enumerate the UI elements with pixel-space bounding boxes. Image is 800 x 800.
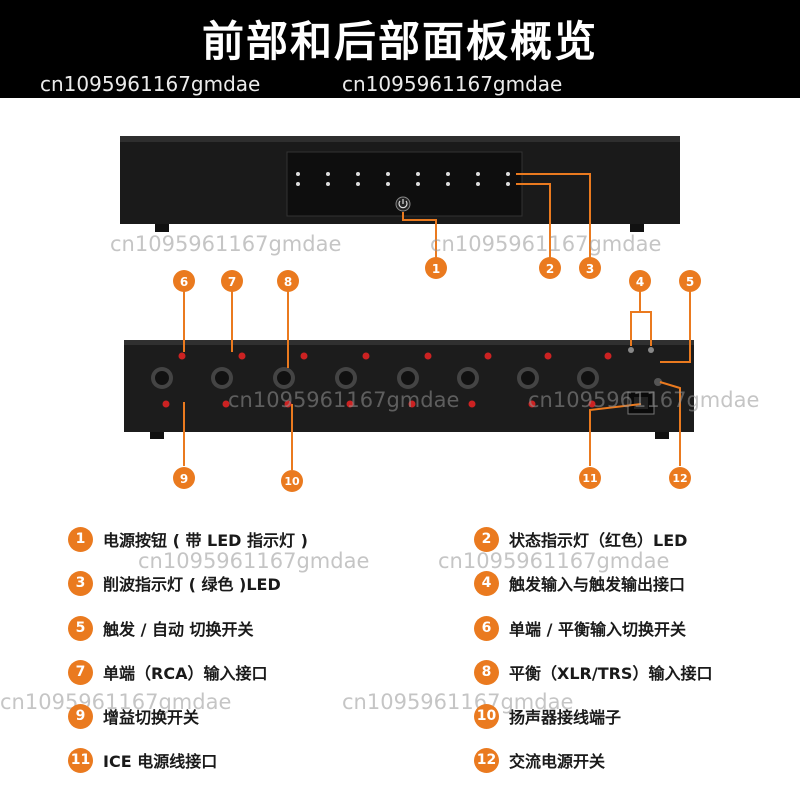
legend-badge: 4 — [474, 570, 499, 596]
watermark: cn1095961167gmdae — [110, 232, 342, 256]
callout-1: 1 — [425, 257, 447, 279]
legend-item-9: 9 增益切换开关 — [68, 702, 199, 730]
watermark: cn1095961167gmdae — [40, 72, 261, 96]
watermark: cn1095961167gmdae — [438, 549, 670, 573]
svg-text:3: 3 — [586, 262, 594, 276]
legend-item-4: 4 触发输入与触发输出接口 — [474, 569, 685, 597]
callout-7: 7 — [221, 270, 243, 292]
watermark: cn1095961167gmdae — [138, 549, 370, 573]
svg-text:8: 8 — [284, 275, 292, 289]
legend-text: 电源按钮 ( 带 LED 指示灯 ) — [103, 531, 308, 550]
legend-badge: 3 — [68, 570, 93, 596]
callout-5: 5 — [679, 270, 701, 292]
svg-text:12: 12 — [672, 472, 687, 485]
legend-badge: 12 — [474, 747, 499, 773]
callout-4: 4 — [629, 270, 651, 292]
power-button-icon — [395, 196, 411, 212]
legend-text: 增益切换开关 — [103, 708, 200, 727]
legend-text: 触发输入与触发输出接口 — [509, 575, 686, 594]
legend-text: 削波指示灯 ( 绿色 )LED — [103, 575, 281, 594]
front-panel — [120, 136, 680, 232]
legend-badge: 8 — [474, 659, 499, 685]
legend-badge: 7 — [68, 659, 93, 685]
watermark: cn1095961167gmdae — [528, 388, 760, 412]
legend-item-8: 8 平衡（XLR/TRS）输入接口 — [474, 658, 712, 686]
watermark: cn1095961167gmdae — [342, 690, 574, 714]
legend-badge: 10 — [474, 703, 499, 729]
rear-panel — [124, 340, 694, 439]
svg-text:5: 5 — [686, 275, 694, 289]
watermark: cn1095961167gmdae — [228, 388, 460, 412]
callout-10: 10 — [281, 470, 303, 492]
callout-11: 11 — [579, 467, 601, 489]
watermark: cn1095961167gmdae — [342, 72, 563, 96]
svg-text:2: 2 — [546, 262, 554, 276]
legend-badge: 11 — [68, 747, 93, 773]
callout-3: 3 — [579, 257, 601, 279]
callout-2: 2 — [539, 257, 561, 279]
legend-item-11: 11 ICE 电源线接口 — [68, 746, 217, 774]
svg-text:1: 1 — [432, 262, 440, 276]
channel-modules — [151, 352, 612, 408]
svg-text:10: 10 — [284, 475, 300, 488]
legend-text: 交流电源开关 — [509, 752, 606, 771]
front-led-row — [296, 172, 510, 186]
svg-text:6: 6 — [180, 275, 188, 289]
legend-badge: 1 — [68, 526, 93, 552]
legend-text: ICE 电源线接口 — [103, 752, 218, 771]
page-title: 前部和后部面板概览 — [201, 17, 598, 66]
legend-item-7: 7 单端（RCA）输入接口 — [68, 658, 267, 686]
legend-item-5: 5 触发 / 自动 切换开关 — [68, 614, 254, 642]
legend-item-2: 2 状态指示灯（红色）LED — [474, 525, 687, 553]
watermark: cn1095961167gmdae — [0, 690, 232, 714]
legend-badge: 9 — [68, 703, 93, 729]
legend-text: 单端（RCA）输入接口 — [103, 664, 268, 683]
legend-item-1: 1 电源按钮 ( 带 LED 指示灯 ) — [68, 525, 308, 553]
title-banner: 前部和后部面板概览 cn1095961167gmdae cn1095961167… — [0, 0, 800, 98]
svg-text:4: 4 — [636, 275, 644, 289]
legend-item-10: 10 扬声器接线端子 — [474, 702, 621, 730]
svg-text:11: 11 — [582, 472, 597, 485]
callout-8: 8 — [277, 270, 299, 292]
legend-text: 状态指示灯（红色）LED — [509, 531, 688, 550]
legend-text: 扬声器接线端子 — [509, 708, 622, 727]
legend-text: 触发 / 自动 切换开关 — [103, 620, 254, 639]
legend-item-6: 6 单端 / 平衡输入切换开关 — [474, 614, 686, 642]
legend-item-12: 12 交流电源开关 — [474, 746, 605, 774]
callout-12: 12 — [669, 467, 691, 489]
device-diagram: 1 2 3 4 5 6 7 8 9 10 11 12 — [120, 136, 701, 492]
watermark: cn1095961167gmdae — [430, 232, 662, 256]
legend-badge: 6 — [474, 615, 499, 641]
legend-badge: 2 — [474, 526, 499, 552]
svg-text:7: 7 — [228, 275, 236, 289]
legend-text: 单端 / 平衡输入切换开关 — [509, 620, 686, 639]
legend-badge: 5 — [68, 615, 93, 641]
callout-9: 9 — [173, 467, 195, 489]
callout-6: 6 — [173, 270, 195, 292]
svg-text:9: 9 — [180, 472, 188, 486]
callout-markers: 1 2 3 4 5 6 7 8 9 10 11 12 — [173, 257, 701, 492]
power-inlet — [627, 391, 655, 415]
legend-item-3: 3 削波指示灯 ( 绿色 )LED — [68, 569, 281, 597]
legend-text: 平衡（XLR/TRS）输入接口 — [509, 664, 713, 683]
